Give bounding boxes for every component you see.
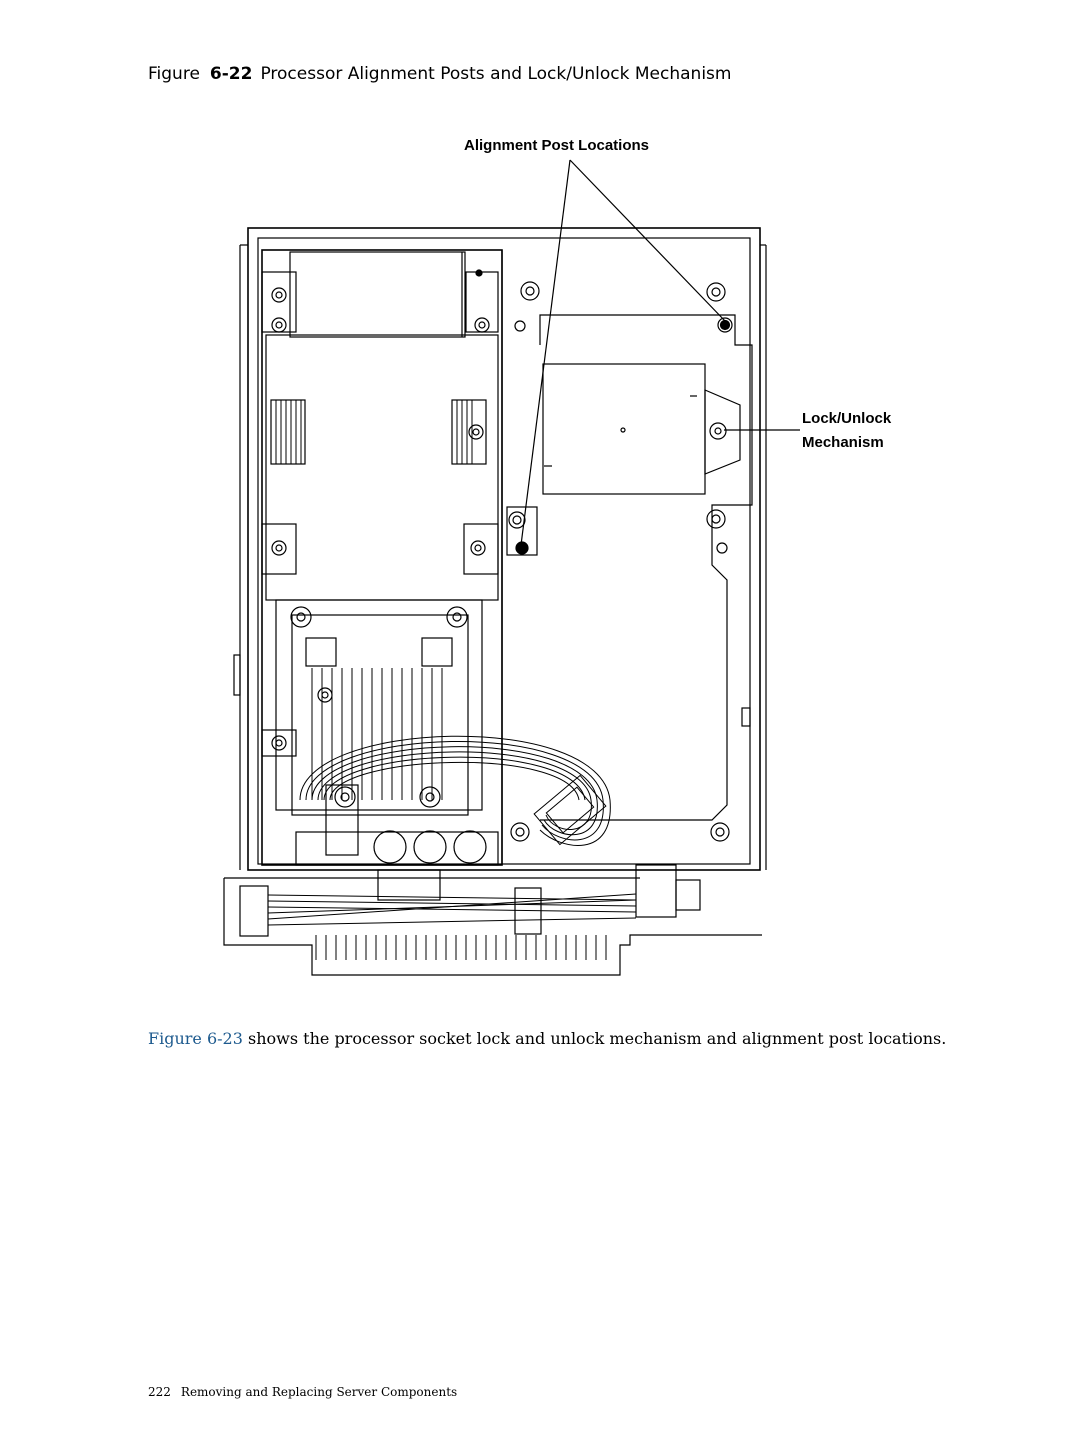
outer-tray [233,227,767,871]
cable-bundle [299,735,611,846]
figure-label: Figure [148,64,200,84]
figure-xref-link[interactable]: Figure 6-23 [148,1029,243,1048]
processor-assembly-drawing [223,159,800,976]
alignment-post-leaders [520,159,727,546]
processor-module [261,249,503,866]
page-number: 222 [148,1385,171,1399]
figure-title: Processor Alignment Posts and Lock/Unloc… [260,64,732,84]
page-footer: 222 Removing and Replacing Server Compone… [148,1385,457,1399]
callout-lock-line2: Mechanism [802,434,884,451]
footer-section: Removing and Replacing Server Components [180,1385,458,1399]
body-text: shows the processor socket lock and unlo… [242,1029,947,1048]
bottom-connector-board [223,864,762,976]
callout-lock-line1: Lock/Unlock [802,410,892,427]
callout-alignment-posts: Alignment Post Locations [464,137,650,154]
figure-caption: Figure 6-22 Processor Alignment Posts and … [148,63,948,85]
socket-area [501,250,753,865]
figure-number: 6-22 [209,64,253,84]
callout-lock-unlock: Lock/Unlock Mechanism [802,407,891,455]
body-paragraph: Figure 6-23 shows the processor socket l… [148,1028,1048,1050]
